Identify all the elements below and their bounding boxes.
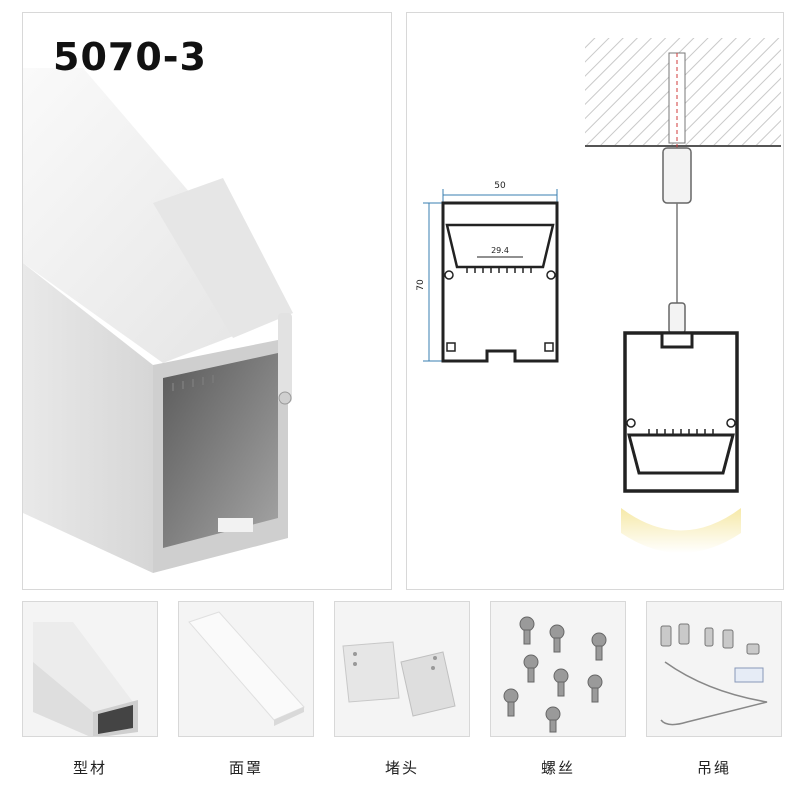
thumb-hanging-wire <box>646 601 782 737</box>
profile-thumb-icon <box>33 622 138 736</box>
diffuser-thumb-icon <box>188 611 305 726</box>
inner-dimension-label: 29.4 <box>491 246 509 255</box>
hanging-wire-thumb-icon <box>660 623 768 726</box>
thumb-diffuser <box>178 601 314 737</box>
screws-thumb-icon <box>503 616 607 733</box>
end-cap-thumb-icon <box>342 641 456 717</box>
cross-section-drawing: 50 70 29.4 <box>416 38 781 553</box>
suspension-install-diagram <box>585 38 781 553</box>
height-dimension-label: 70 <box>416 279 426 291</box>
thumb-screws <box>490 601 626 737</box>
caption-diffuser: 面罩 <box>228 759 263 777</box>
caption-profile: 型材 <box>72 759 107 777</box>
profile-photo-panel: 5070-3 <box>22 12 392 590</box>
aluminum-profile-render <box>23 68 293 573</box>
thumb-profile <box>22 601 158 737</box>
caption-end-cap: 堵头 <box>384 759 419 777</box>
thumb-end-cap <box>334 601 470 737</box>
width-dimension-label: 50 <box>494 181 506 191</box>
technical-drawing-panel: 50 70 29.4 <box>406 12 784 590</box>
model-title: 5070-3 <box>53 35 207 79</box>
dimensioned-cross-section: 50 70 29.4 <box>416 181 559 363</box>
caption-screws: 螺丝 <box>540 759 575 777</box>
caption-hanging-wire: 吊绳 <box>696 759 731 777</box>
